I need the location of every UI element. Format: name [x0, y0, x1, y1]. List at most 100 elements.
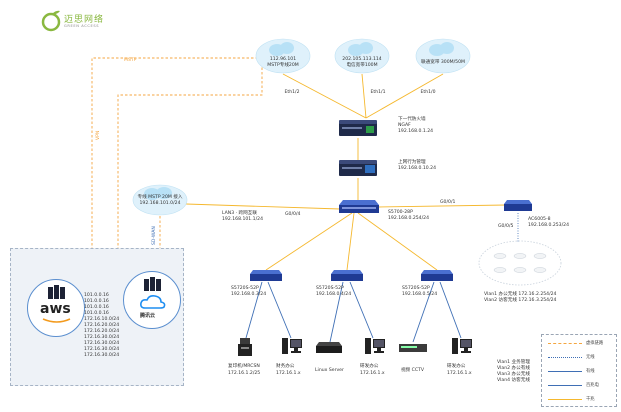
ac-controller-icon — [504, 200, 532, 211]
ep6-line2: 172.16.1.x — [447, 371, 472, 376]
ap-cluster-icon — [478, 240, 562, 286]
desktop-pc-icon — [365, 338, 385, 354]
legend-label: 虚拟链路 — [586, 341, 604, 346]
vpn-vertical-label: VPN — [96, 130, 101, 140]
ep3-line1: Linux Server — [315, 368, 344, 373]
desktop-pc-icon — [282, 338, 302, 354]
ep1-line2: 172.16.1.2/25 — [228, 371, 261, 376]
core-ip: 192.168.0.254/24 — [388, 216, 430, 221]
public-ip-item: 101.0.0.16 — [84, 299, 109, 304]
core-switch-icon — [339, 200, 379, 213]
sw2-ip: 192.168.0.4/24 — [316, 292, 352, 297]
desktop-pc-icon — [452, 338, 472, 354]
sw3-model: S5720S-52P — [402, 286, 430, 291]
legend-swatch — [548, 357, 582, 358]
access-switch-icon — [331, 270, 363, 281]
legend-row: 有线 — [548, 367, 612, 375]
cloud-icon — [255, 38, 311, 74]
sw1-model: S5720S-52P — [231, 286, 259, 291]
vlan-item: Vlan3 办公无线 — [497, 372, 530, 377]
legend-row: 百兆电 — [548, 381, 612, 389]
ac6005-ip: 192.168.0.253/24 — [528, 223, 570, 228]
cloud3-line1: 联通宽带 300M/50M — [421, 60, 465, 65]
aws-logo: aws — [40, 301, 71, 317]
vlink-mstp — [91, 57, 265, 250]
vlan-item: Vlan1 业务管理 — [497, 360, 530, 365]
ep2-line2: 172.16.1.x — [276, 371, 301, 376]
vlink-vpn — [117, 62, 263, 250]
link-sw3-ep5 — [412, 281, 435, 343]
lan-link-line1: LAN3 · 跨网互联 — [222, 211, 257, 216]
public-ip-item: 172.16.20.0/24 — [84, 323, 120, 328]
server-rack-icon — [144, 277, 161, 291]
link-core-mstp — [185, 203, 341, 210]
public-ip-item: 101.0.0.16 — [84, 293, 109, 298]
ep5-line1: 视频 CCTV — [401, 368, 425, 373]
ep4-line1: 研发办公 — [360, 364, 379, 369]
public-ip-item: 172.16.30.0/24 — [84, 341, 120, 346]
legend-row: 千兆 — [548, 395, 612, 403]
wan-port-3: Eth1/0 — [420, 90, 436, 95]
sw2-model: S5720S-52P — [316, 286, 344, 291]
vlan-item: Vlan4 访客无线 — [497, 378, 530, 383]
cloud-icon — [415, 38, 471, 74]
cloud-icon — [132, 184, 188, 216]
sdwan-vertical-label: SD-WAN — [152, 226, 157, 245]
link-sw3-ep6 — [439, 281, 462, 339]
public-ip-item: 172.16.30.0/24 — [84, 335, 120, 340]
legend-label: 有线 — [586, 369, 595, 374]
legend-label: 百兆电 — [586, 383, 599, 388]
link-core-sw1 — [265, 212, 353, 271]
port-core-left: G0/0/4 — [285, 212, 301, 217]
tencent-circle: 腾讯云 — [123, 271, 181, 329]
public-ip-item: 172.16.20.0/24 — [84, 329, 120, 334]
aws-circle: aws — [27, 279, 85, 337]
cloud1-line2: MSTP专线20M — [267, 63, 299, 68]
brand-subtitle: GREEN ACCESS — [64, 24, 100, 28]
link-cloud2-ngaf — [361, 73, 367, 119]
ac6005-name: AC6005-8 — [528, 217, 551, 222]
link-cloud1-ngaf — [282, 73, 367, 119]
link-core-sw2 — [346, 212, 355, 271]
legend-swatch — [548, 371, 582, 372]
ep6-line1: 研发办公 — [447, 364, 466, 369]
sw3-ip: 192.168.0.5/24 — [402, 292, 438, 297]
public-ip-item: 101.0.0.16 — [84, 305, 109, 310]
legend-label: 千兆 — [586, 397, 595, 402]
legend-row: 无线 — [548, 353, 612, 361]
tencent-logo: 腾讯云 — [140, 313, 156, 319]
link-sw1-ep1 — [245, 281, 263, 339]
link-sw2-ep3 — [329, 281, 344, 343]
access-switch-icon — [250, 270, 282, 281]
ngaf-model: NGAF — [398, 123, 411, 128]
cloud1-line1: 112.96.101 — [269, 57, 297, 62]
server-icon — [316, 342, 342, 353]
public-ip-item: 172.16.10.0/24 — [84, 317, 120, 322]
nvr-cctv-icon — [399, 344, 427, 352]
lan-link-line2: 192.168.101.1/24 — [222, 217, 264, 222]
link-cloud3-ngaf — [365, 73, 444, 119]
legend-swatch — [548, 385, 582, 386]
ac-name: 上网行为管理 — [398, 160, 426, 165]
ngaf-ip: 192.168.0.1.24 — [398, 129, 434, 134]
sw1-ip: 192.168.0.3/24 — [231, 292, 267, 297]
legend-label: 无线 — [586, 355, 595, 360]
public-ip-item: 101.0.0.16 — [84, 311, 109, 316]
aws-smile-icon — [42, 318, 71, 323]
ep2-line1: 财务办公 — [276, 364, 295, 369]
firewall-icon — [339, 120, 377, 136]
tencent-cloud-icon — [140, 295, 166, 309]
core-name: S5700-28P — [388, 210, 413, 215]
mstp-cloud-line1: 专线 MSTP 20M 接入 — [137, 195, 183, 200]
port-core-right: G0/0/1 — [440, 200, 456, 205]
brand-logo-icon — [41, 10, 61, 32]
cloud2-line2: 电信宽带100M — [346, 63, 378, 68]
ap-vlan1: Vlan1 办公无线 172.16.2.254/24 — [484, 292, 557, 297]
link-core-ac6005 — [377, 204, 507, 208]
public-ip-item: 172.16.30.0/24 — [84, 347, 120, 352]
ep1-line1: 复印机/MRCSN — [228, 364, 260, 369]
wan-port-2: Eth1/1 — [370, 90, 386, 95]
